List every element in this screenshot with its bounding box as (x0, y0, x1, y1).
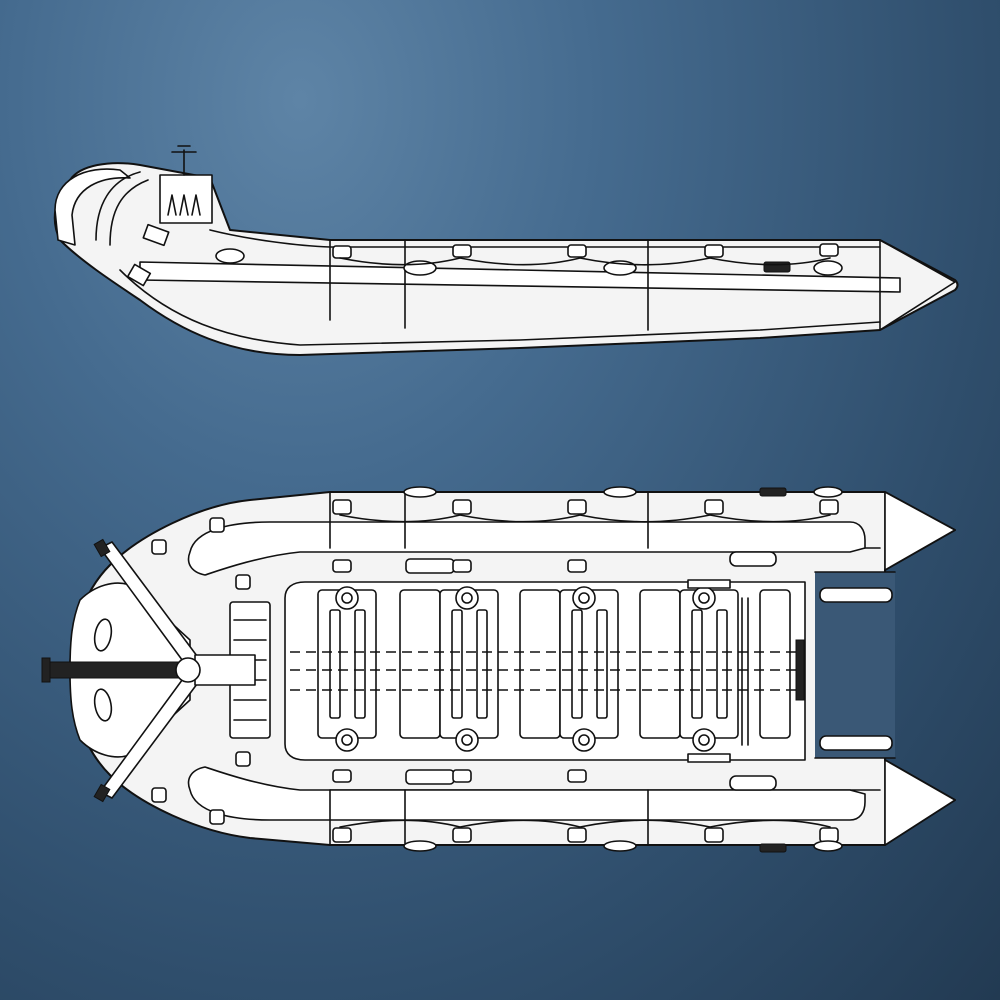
side-console (159, 174, 213, 224)
top-upper-bolster (187, 521, 866, 576)
top-barrel (44, 661, 196, 679)
top-lower-bolster (187, 766, 866, 821)
top-floor-pads (335, 586, 716, 752)
side-view (53, 145, 959, 356)
top-bow-fitting (795, 639, 805, 701)
top-view (41, 486, 956, 853)
top-handles (151, 499, 839, 843)
side-stern-bumper (54, 168, 131, 246)
top-floorboards (317, 589, 791, 739)
top-gun-mount (41, 601, 271, 739)
side-valve (763, 261, 791, 273)
top-bow-cone-lower (884, 759, 956, 846)
top-bow-cone-upper (884, 491, 956, 571)
